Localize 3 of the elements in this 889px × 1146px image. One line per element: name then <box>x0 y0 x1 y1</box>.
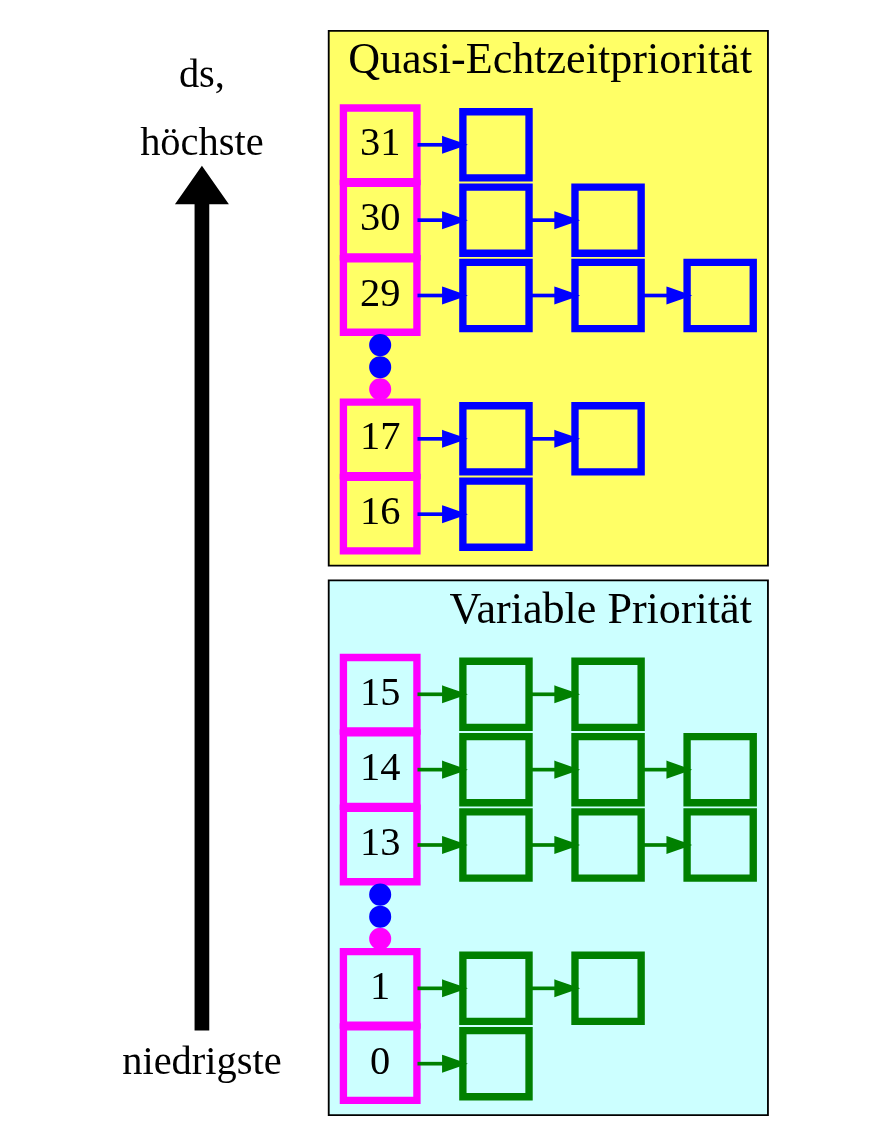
node-text: niedrigste <box>122 1037 282 1083</box>
label: ds, <box>178 51 225 97</box>
node-text: höchste <box>140 119 264 165</box>
